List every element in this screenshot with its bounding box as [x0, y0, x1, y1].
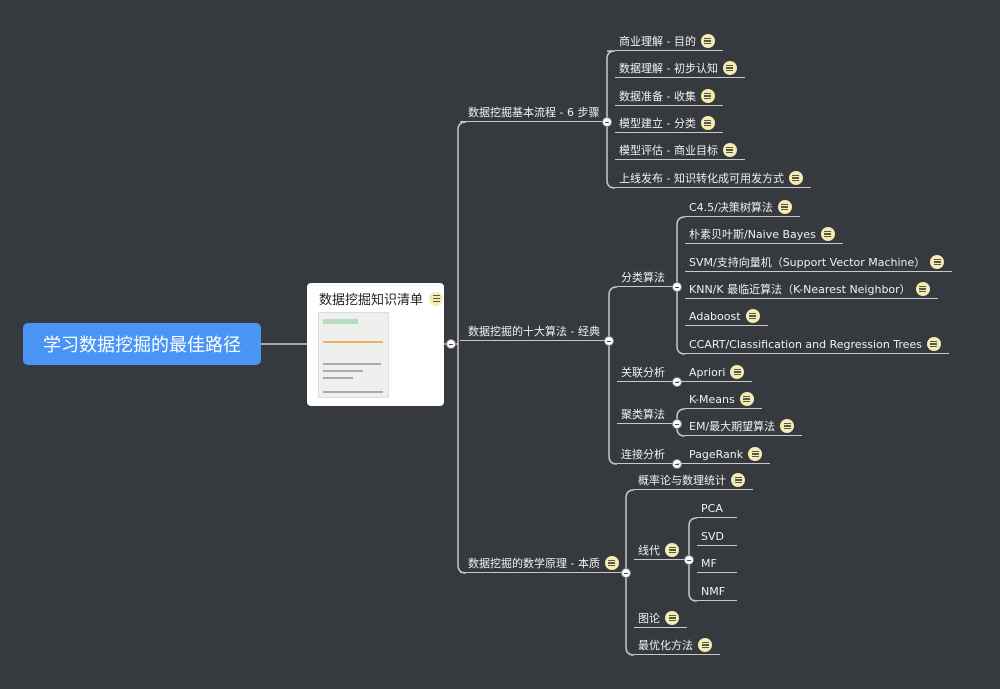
group-label: 关联分析 — [621, 366, 665, 379]
list-item[interactable]: K-Means — [685, 390, 762, 409]
list-item[interactable]: 最优化方法 — [634, 636, 720, 655]
note-icon[interactable] — [926, 337, 941, 351]
list-item[interactable]: SVM/支持向量机（Support Vector Machine） — [685, 253, 953, 272]
list-item[interactable]: Adaboost — [685, 307, 768, 326]
list-item[interactable]: 图论 — [634, 609, 687, 628]
item-label: K-Means — [689, 392, 735, 406]
list-item[interactable]: 朴素贝叶斯/Naive Bayes — [685, 225, 843, 244]
note-icon[interactable] — [730, 365, 745, 379]
item-label: PageRank — [689, 447, 744, 461]
branch-process[interactable]: 数据挖掘基本流程 - 6 步骤 — [460, 103, 607, 122]
group-classification[interactable]: 分类算法 — [617, 268, 677, 287]
list-item[interactable]: SVD — [697, 527, 737, 546]
item-label: 概率论与数理统计 — [638, 474, 726, 487]
note-icon[interactable] — [722, 143, 737, 157]
list-item[interactable]: PageRank — [677, 445, 771, 464]
note-icon[interactable] — [748, 447, 763, 461]
collapse-toggle[interactable] — [672, 459, 682, 469]
note-icon[interactable] — [915, 282, 930, 296]
note-icon[interactable] — [820, 227, 835, 241]
collapse-toggle[interactable] — [602, 117, 612, 127]
list-item[interactable]: CCART/Classification and Regression Tree… — [685, 335, 949, 354]
group-clustering[interactable]: 聚类算法 — [617, 405, 677, 424]
list-item[interactable]: 模型评估 - 商业目标 — [615, 141, 745, 160]
list-item[interactable]: 概率论与数理统计 — [634, 471, 753, 490]
thumbnail-image — [318, 312, 389, 398]
list-item[interactable]: 商业理解 - 目的 — [615, 32, 723, 51]
item-label: 模型评估 - 商业目标 — [619, 144, 718, 157]
note-icon[interactable] — [700, 89, 715, 103]
collapse-toggle[interactable] — [621, 568, 631, 578]
group-label: 线代 — [638, 544, 660, 557]
list-item[interactable]: MF — [697, 554, 737, 573]
note-icon[interactable] — [665, 611, 679, 625]
item-label: KNN/K 最临近算法（K-Nearest Neighbor） — [689, 283, 911, 296]
group-link-analysis[interactable]: 连接分析 — [617, 445, 677, 464]
item-label: Apriori — [689, 365, 726, 379]
item-label: Adaboost — [689, 309, 741, 323]
note-icon[interactable] — [665, 543, 679, 557]
list-item[interactable]: 上线发布 - 知识转化成可用发方式 — [615, 169, 811, 188]
item-label: 数据理解 - 初步认知 — [619, 62, 718, 75]
note-icon[interactable] — [930, 255, 945, 269]
group-label: 分类算法 — [621, 271, 665, 284]
list-item[interactable]: 数据理解 - 初步认知 — [615, 59, 745, 78]
branch-label: 数据挖掘的十大算法 - 经典 — [468, 325, 600, 338]
note-icon[interactable] — [780, 419, 795, 433]
collapse-toggle[interactable] — [672, 419, 682, 429]
list-item[interactable]: Apriori — [677, 363, 753, 382]
item-label: 数据准备 - 收集 — [619, 90, 696, 103]
note-icon[interactable] — [739, 392, 754, 406]
item-label: C4.5/决策树算法 — [689, 201, 773, 214]
item-label: CCART/Classification and Regression Tree… — [689, 337, 922, 351]
item-label: EM/最大期望算法 — [689, 420, 776, 433]
collapse-toggle[interactable] — [672, 377, 682, 387]
note-icon[interactable] — [731, 473, 745, 487]
list-item[interactable]: PCA — [697, 499, 737, 518]
group-label: 连接分析 — [621, 448, 665, 461]
item-label: SVD — [701, 529, 724, 543]
item-label: 模型建立 - 分类 — [619, 117, 696, 130]
branch-algorithms[interactable]: 数据挖掘的十大算法 - 经典 — [460, 322, 609, 341]
note-icon[interactable] — [777, 200, 792, 214]
item-label: 最优化方法 — [638, 639, 693, 652]
collapse-toggle[interactable] — [672, 282, 682, 292]
note-icon[interactable] — [698, 638, 712, 652]
item-label: 图论 — [638, 612, 660, 625]
group-label: 聚类算法 — [621, 408, 665, 421]
note-icon[interactable] — [429, 291, 444, 306]
item-label: MF — [701, 556, 717, 570]
group-association[interactable]: 关联分析 — [617, 363, 677, 382]
list-item[interactable]: 数据准备 - 收集 — [615, 87, 723, 106]
item-label: SVM/支持向量机（Support Vector Machine） — [689, 256, 926, 269]
list-item[interactable]: NMF — [697, 582, 737, 601]
collapse-toggle[interactable] — [446, 339, 456, 349]
item-label: 商业理解 - 目的 — [619, 35, 696, 48]
central-topic-card[interactable]: 数据挖掘知识清单 — [307, 283, 444, 406]
item-label: NMF — [701, 584, 726, 598]
branch-math[interactable]: 数据挖掘的数学原理 - 本质 — [460, 554, 626, 573]
branch-label: 数据挖掘的数学原理 - 本质 — [468, 557, 600, 570]
collapse-toggle[interactable] — [684, 555, 694, 565]
group-linear-algebra[interactable]: 线代 — [634, 541, 689, 560]
note-icon[interactable] — [722, 61, 737, 75]
card-title: 数据挖掘知识清单 — [319, 293, 424, 308]
list-item[interactable]: C4.5/决策树算法 — [685, 198, 800, 217]
branch-label: 数据挖掘基本流程 - 6 步骤 — [468, 106, 600, 119]
list-item[interactable]: KNN/K 最临近算法（K-Nearest Neighbor） — [685, 280, 938, 299]
collapse-toggle[interactable] — [604, 336, 614, 346]
note-icon[interactable] — [700, 34, 715, 48]
note-icon[interactable] — [700, 116, 715, 130]
list-item[interactable]: EM/最大期望算法 — [685, 417, 803, 436]
item-label: 朴素贝叶斯/Naive Bayes — [689, 228, 816, 241]
item-label: PCA — [701, 501, 723, 515]
root-label: 学习数据挖掘的最佳路径 — [43, 335, 241, 356]
item-label: 上线发布 - 知识转化成可用发方式 — [619, 172, 784, 185]
note-icon[interactable] — [745, 309, 760, 323]
list-item[interactable]: 模型建立 - 分类 — [615, 114, 723, 133]
note-icon[interactable] — [604, 556, 619, 570]
note-icon[interactable] — [788, 171, 803, 185]
root-topic[interactable]: 学习数据挖掘的最佳路径 — [23, 323, 261, 365]
